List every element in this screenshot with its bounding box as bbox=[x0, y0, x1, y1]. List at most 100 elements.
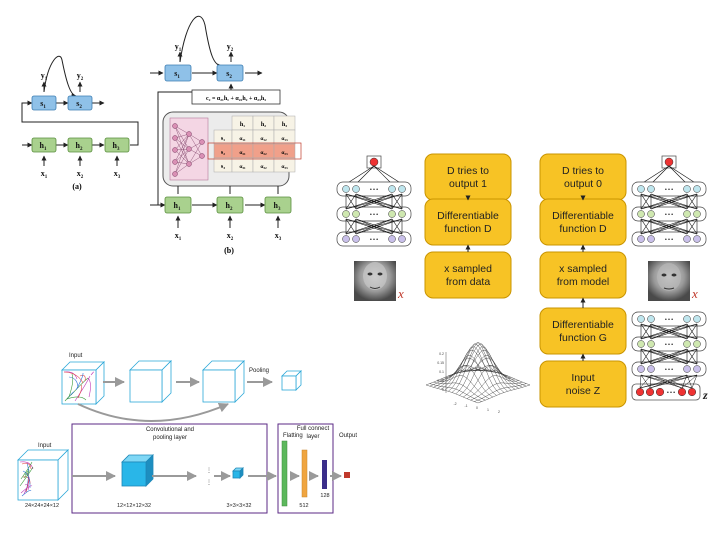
right-net-d-ellipsis: • • • bbox=[665, 187, 673, 193]
top-pooling-label: Pooling bbox=[249, 368, 269, 374]
left-net-unit bbox=[342, 185, 350, 193]
gauss-ytick-3: 0.1 bbox=[439, 370, 444, 374]
a-encoder-node-3-label: h3 bbox=[113, 141, 120, 152]
gan-left-box-3-line1: x sampled bbox=[444, 263, 492, 275]
context-formula: c₂ = α₂₁h₁ + α₂₂h₂ + α₂₃h₃ bbox=[206, 96, 266, 102]
a-encoder-node-1: h1 bbox=[31, 137, 57, 153]
attn-cell-3-1: α₃₁ bbox=[239, 164, 246, 170]
right-net-g-unit bbox=[647, 365, 655, 373]
b-output-1: y1 bbox=[175, 42, 182, 53]
generator-discriminator-network-right: • • •• • •• • •• • •• • •• • • bbox=[631, 155, 707, 377]
conv-section-label-1: Convolutional and bbox=[146, 427, 194, 433]
right-net-d-unit bbox=[693, 235, 701, 243]
output-label: Output bbox=[339, 433, 357, 439]
top-conv-cube-1 bbox=[129, 360, 172, 403]
top-pool-cube bbox=[281, 370, 302, 391]
attn-row-label-3: s₃ bbox=[221, 164, 225, 170]
a-encoder-node-3: h3 bbox=[104, 137, 130, 153]
gan-right-box-3-line2: from model bbox=[557, 276, 610, 288]
left-net-ellipsis: • • • bbox=[370, 237, 378, 243]
right-net-d-unit bbox=[683, 185, 691, 193]
b-encoder-node-1-label: h1 bbox=[174, 201, 181, 212]
left-net-unit bbox=[352, 210, 360, 218]
fc-section-label-2: layer bbox=[306, 434, 319, 440]
left-net-unit bbox=[342, 235, 350, 243]
gan-right-box-2-line1: Differentiable bbox=[552, 210, 614, 222]
gan-right-box-4-line1: Differentiable bbox=[552, 319, 614, 331]
gauss-xtick-5: 2 bbox=[498, 410, 500, 414]
z-unit bbox=[677, 387, 687, 397]
right-net-g-unit bbox=[637, 365, 645, 373]
b-output-2: y2 bbox=[227, 42, 234, 53]
left-net-unit bbox=[388, 185, 396, 193]
bottom-small-cube bbox=[232, 467, 244, 479]
right-net-d-unit bbox=[647, 210, 655, 218]
right-net-d-unit bbox=[647, 235, 655, 243]
gauss-xtick-3: 0 bbox=[476, 406, 478, 410]
gauss-xtick-1: -2 bbox=[453, 402, 456, 406]
b-encoder-node-2-label: h2 bbox=[226, 201, 233, 212]
attn-header-2: h₂ bbox=[261, 122, 266, 128]
panel-b-caption: (b) bbox=[224, 246, 234, 255]
dots-1: ⋮ bbox=[206, 468, 212, 474]
right-net-d-unit bbox=[647, 185, 655, 193]
dots-2: ⋮ bbox=[206, 480, 212, 486]
gauss-ytick-1: 0.2 bbox=[439, 352, 444, 356]
b-decoder-node-2: s2 bbox=[216, 64, 244, 82]
z-unit bbox=[645, 387, 655, 397]
gan-right-box-1-line1: D tries to bbox=[562, 165, 604, 177]
gan-left-box-3-line2: from data bbox=[446, 276, 491, 288]
fc-section-label-1: Full connect bbox=[297, 426, 330, 432]
fc-512-label: 512 bbox=[299, 503, 308, 509]
b-encoder-node-2: h2 bbox=[216, 196, 244, 214]
left-net-unit bbox=[388, 210, 396, 218]
gan-diagram: • • •• • •• • • • • •• • •• • •• • •• • … bbox=[336, 153, 708, 414]
fc-section-border bbox=[277, 423, 334, 514]
attn-header-1: h₁ bbox=[240, 122, 245, 128]
dim-conv1: 12×12×12×32 bbox=[117, 503, 151, 509]
attn-header-3: h₃ bbox=[282, 122, 287, 128]
b-input-3: x3 bbox=[275, 231, 282, 242]
attention-network-icon bbox=[172, 123, 205, 177]
right-net-g-unit bbox=[693, 365, 701, 373]
attn-cell-1-1: α₁₁ bbox=[239, 136, 246, 142]
b-encoder-node-3-label: h3 bbox=[274, 201, 281, 212]
gan-right-box-2-line2: function D bbox=[559, 223, 607, 235]
bottom-input-cube bbox=[17, 449, 69, 501]
top-input-label: Input bbox=[69, 353, 83, 359]
attn-cell-3-3: α₃₃ bbox=[281, 164, 288, 170]
b-decoder-node-2-label: s2 bbox=[226, 69, 232, 80]
b-encoder-node-3: h3 bbox=[264, 196, 292, 214]
right-net-d-unit bbox=[637, 185, 645, 193]
b-input-1: x1 bbox=[175, 231, 182, 242]
gan-right-box-1-line2: output 0 bbox=[564, 178, 602, 190]
left-net-ellipsis: • • • bbox=[370, 187, 378, 193]
a-decoder-node-1: s1 bbox=[31, 95, 57, 111]
conv-section-border bbox=[71, 423, 268, 514]
bottom-conv-cube bbox=[121, 454, 154, 487]
gauss-xtick-2: -1 bbox=[464, 404, 467, 408]
fc-128-bar bbox=[322, 460, 327, 489]
attn-cell-1-2: α₁₂ bbox=[260, 136, 267, 142]
z-unit bbox=[655, 387, 665, 397]
gan-left-box-2-line1: Differentiable bbox=[437, 210, 499, 222]
conv-section-label-2: pooling layer bbox=[153, 435, 187, 441]
right-net-g-ellipsis: • • • bbox=[665, 342, 673, 348]
b-encoder-node-1: h1 bbox=[164, 196, 192, 214]
attn-cell-2-1: α₂₁ bbox=[239, 150, 246, 156]
attn-row-label-2: s₂ bbox=[221, 150, 225, 156]
gan-left-box-1-line2: output 1 bbox=[449, 178, 487, 190]
right-net-g-unit bbox=[647, 340, 655, 348]
left-net-unit bbox=[352, 235, 360, 243]
x-label-left: x bbox=[397, 286, 404, 301]
top-conv-cube-2 bbox=[202, 360, 245, 403]
output-square bbox=[344, 472, 350, 478]
attn-cell-1-3: α₁₃ bbox=[281, 136, 288, 142]
gan-left-box-2-line2: function D bbox=[444, 223, 492, 235]
